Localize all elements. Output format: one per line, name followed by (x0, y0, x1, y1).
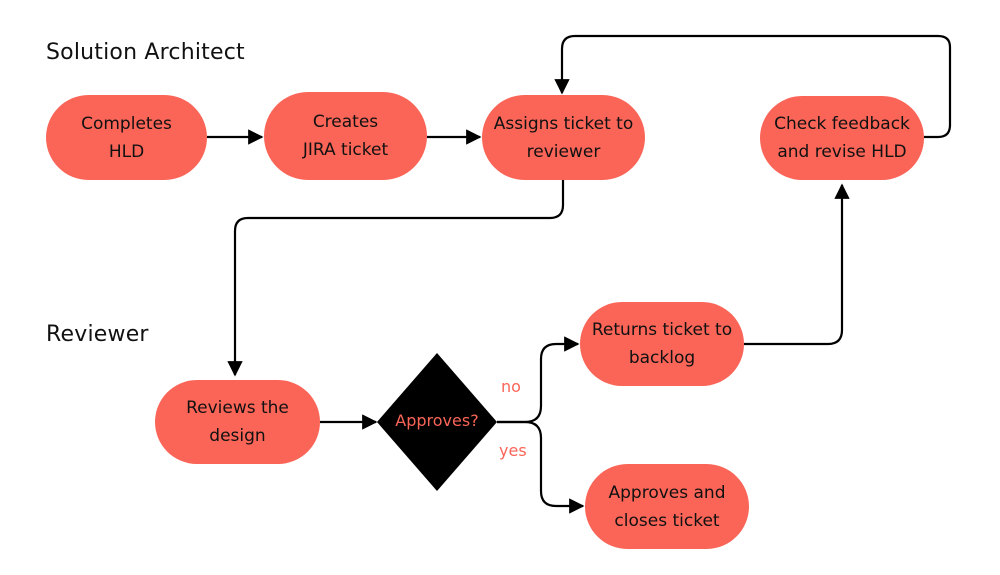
edge-label-no: no (501, 377, 521, 396)
edge-decision-no (497, 336, 580, 424)
node-approves-closes: Approves and closes ticket (585, 464, 749, 549)
edge-check-to-assigns (554, 34, 952, 139)
edge-assigns-to-reviews (227, 180, 565, 377)
lane-reviewer: Reviewer (46, 322, 149, 347)
node-reviews-design: Reviews the design (155, 380, 320, 464)
node-assigns-ticket: Assigns ticket to reviewer (482, 95, 645, 180)
node-returns-ticket: Returns ticket to backlog (580, 302, 744, 386)
edge-label-yes: yes (499, 441, 527, 460)
node-completes-hld: Completes HLD (46, 95, 207, 180)
decision-diamond (377, 353, 497, 491)
node-check-feedback: Check feedback and revise HLD (760, 96, 924, 180)
decision-label: Approves? (395, 411, 479, 430)
edge-returns-to-check (744, 183, 850, 346)
node-creates-jira-ticket: Creates JIRA ticket (264, 92, 427, 180)
lane-solution-architect: Solution Architect (46, 40, 245, 65)
edge-decision-yes (497, 420, 585, 514)
